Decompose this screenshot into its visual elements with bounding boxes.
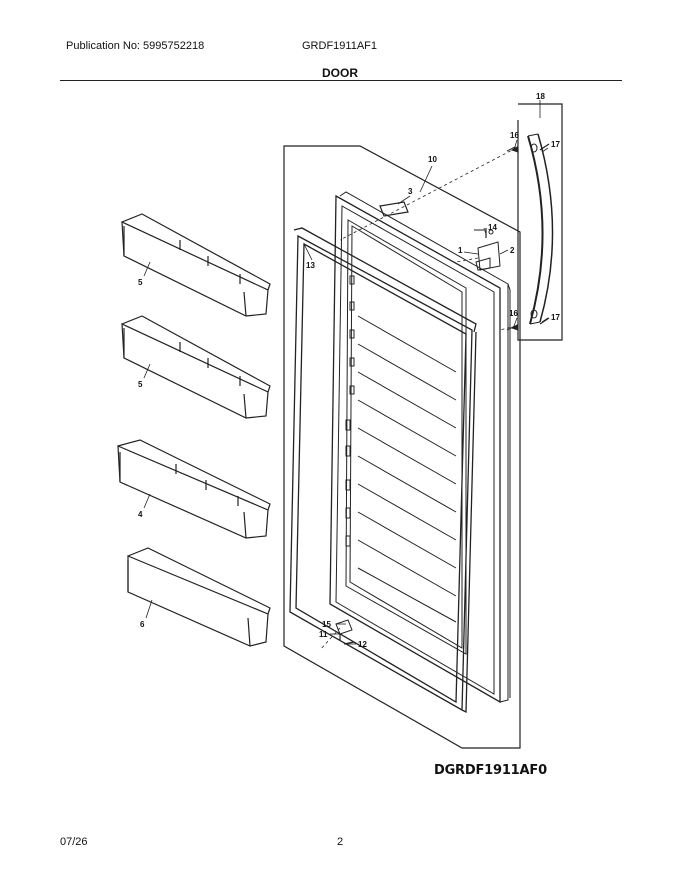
callout-17: 17 (551, 313, 560, 322)
header-rule (60, 80, 622, 81)
callout-3: 3 (408, 187, 413, 196)
section-title: DOOR (322, 66, 358, 80)
door-liner (345, 219, 467, 655)
model-number: GRDF1911AF1 (302, 40, 377, 52)
door-bin-5-second (121, 315, 271, 419)
callout-2: 2 (510, 246, 515, 255)
handle-fastener (539, 143, 550, 151)
callout-13: 13 (306, 261, 315, 270)
handle-fastener (539, 317, 550, 325)
callout-4: 4 (138, 510, 143, 519)
callout-14: 14 (488, 223, 497, 232)
callout-12: 12 (358, 640, 367, 649)
callout-6: 6 (140, 620, 145, 629)
callout-leaders (143, 100, 549, 645)
door-label-plate (379, 201, 409, 217)
callout-5: 5 (138, 278, 143, 287)
callout-16: 16 (509, 309, 518, 318)
footer-date: 07/26 (60, 836, 88, 848)
shelf-clips (345, 275, 355, 547)
handle-screw (506, 146, 519, 153)
top-hinge (474, 228, 501, 271)
publication-number: Publication No: 5995752218 (66, 40, 205, 52)
callout-1: 1 (458, 246, 463, 255)
door-gasket (289, 227, 477, 714)
callout-16: 16 (510, 131, 519, 140)
handle-assembly-outline (517, 103, 563, 341)
callout-10: 10 (428, 155, 437, 164)
callout-5: 5 (138, 380, 143, 389)
page-number: 2 (337, 836, 344, 848)
door-bin-6 (127, 547, 271, 647)
callout-15: 15 (322, 620, 331, 629)
door-panel (329, 191, 511, 704)
callout-17: 17 (551, 140, 560, 149)
callout-18: 18 (536, 92, 545, 101)
callout-11: 11 (319, 630, 328, 639)
door-bin-4 (117, 439, 271, 539)
door-handle (527, 133, 554, 325)
liner-ribs (357, 315, 457, 623)
door-assembly-outline (283, 145, 521, 749)
drawing-code: DGRDF1911AF0 (434, 763, 547, 778)
door-bin-5-top (121, 213, 271, 317)
